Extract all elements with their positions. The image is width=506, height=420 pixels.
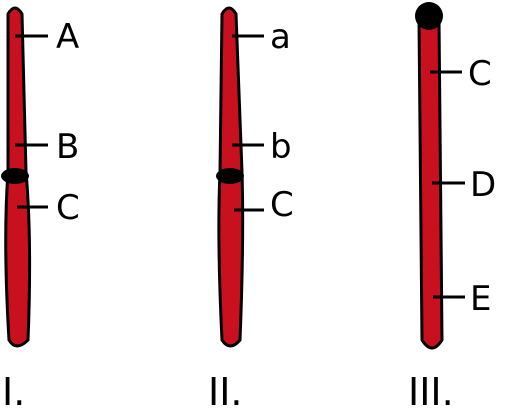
chromosome-2-gene-label-3: C xyxy=(270,185,294,225)
chromosome-1-gene-label-2: B xyxy=(56,127,79,167)
chromosome-3: C D E III. xyxy=(408,2,496,414)
chromosome-1-gene-label-1: A xyxy=(56,17,79,57)
chromosome-3-body xyxy=(417,18,444,350)
chromosome-1-centromere xyxy=(1,168,29,184)
chromosome-1: A B C I. xyxy=(1,6,80,414)
chromosome-1-roman-label: I. xyxy=(2,370,25,414)
chromosome-2-roman-label: II. xyxy=(208,370,243,414)
chromosome-2-centromere xyxy=(216,168,244,184)
chromosome-2-gene-label-1: a xyxy=(270,17,291,57)
chromosome-1-gene-label-3: C xyxy=(56,188,80,228)
chromosome-2: a b C II. xyxy=(208,6,294,414)
chromosome-3-centromere xyxy=(415,2,443,30)
chromosome-3-gene-label-2: D xyxy=(470,165,496,205)
chromosome-2-gene-label-2: b xyxy=(270,127,292,167)
chromosome-3-gene-label-3: E xyxy=(470,279,491,319)
chromosome-3-gene-label-1: C xyxy=(468,54,492,94)
chromosome-3-roman-label: III. xyxy=(408,370,454,414)
